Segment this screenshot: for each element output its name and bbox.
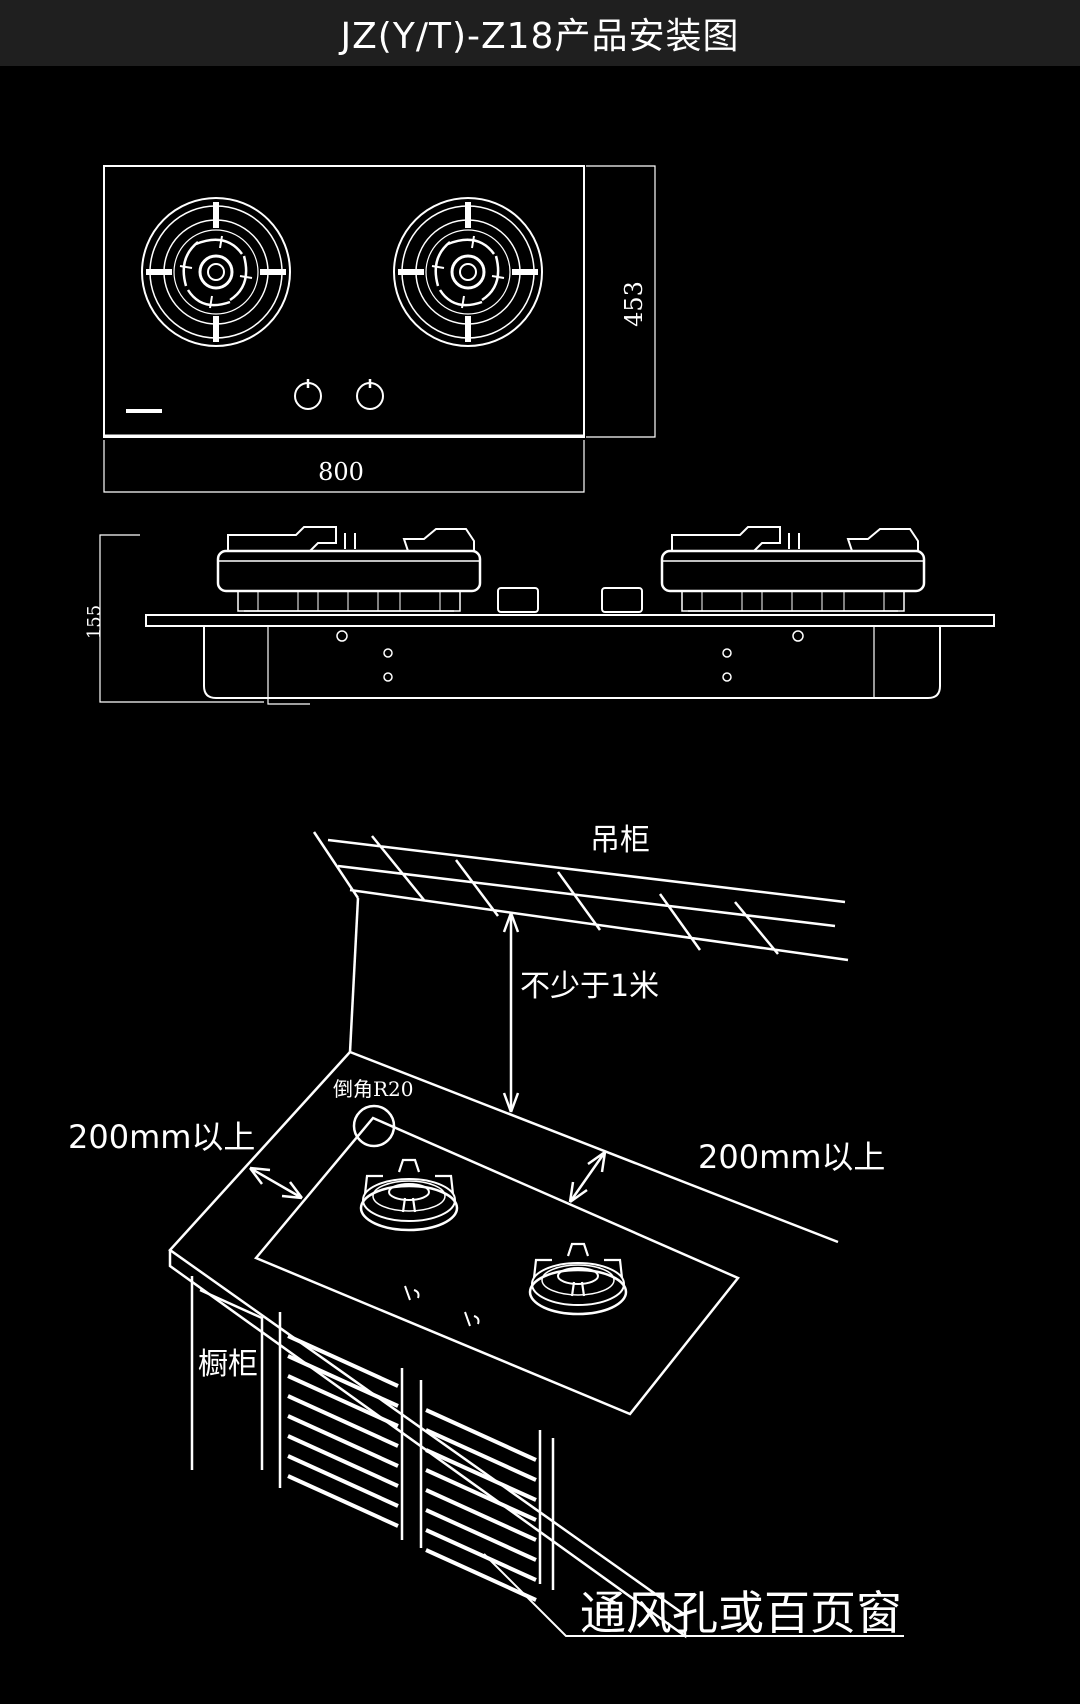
height-dimension-line <box>99 534 264 703</box>
right-burner-iso-icon <box>528 1242 628 1316</box>
width-dimension: 800 <box>318 458 364 486</box>
right-knob-icon <box>356 379 384 410</box>
cooktop-outline <box>103 165 585 438</box>
base-cabinet-label: 橱柜 <box>198 1347 258 1382</box>
side-view: 155 <box>84 525 995 705</box>
wall-cabinet-label: 吊柜 <box>590 823 650 858</box>
installation-drawing: 800 453 155 吊柜 不少于1米 <box>68 165 995 1640</box>
top-view: 800 453 <box>103 165 656 493</box>
left-clearance-label: 200mm以上 <box>68 1118 255 1156</box>
back-clearance-arrow <box>568 1150 607 1204</box>
depth-dimension-line <box>586 165 656 438</box>
body-box <box>203 626 941 699</box>
right-burner-icon <box>394 198 542 346</box>
glass-panel <box>145 614 995 627</box>
left-burner-iso-icon <box>359 1158 459 1232</box>
vent-label: 通风孔或百页窗 <box>580 1586 902 1640</box>
left-burner-side-icon <box>216 525 482 613</box>
installation-view: 吊柜 不少于1米 倒角R20 200mm以上 200mm以上 橱柜 <box>68 823 904 1640</box>
brand-logo <box>126 409 162 413</box>
corner-radius-icon <box>352 1104 396 1148</box>
right-knob-side-icon <box>601 587 643 613</box>
back-clearance-label: 200mm以上 <box>698 1138 885 1176</box>
hob-outline <box>253 1116 740 1416</box>
width-dimension-line <box>103 440 585 493</box>
page-title: JZ(Y/T)-Z18产品安装图 <box>340 16 740 57</box>
vent-leader-line <box>483 1553 904 1637</box>
height-dimension: 155 <box>84 605 105 639</box>
base-cabinet: 橱柜 <box>190 1276 555 1590</box>
vent-louvers <box>287 1334 537 1602</box>
min-height-label: 不少于1米 <box>520 969 659 1004</box>
wall-cabinet: 吊柜 <box>312 823 849 962</box>
depth-dimension: 453 <box>620 281 648 327</box>
title-bar: JZ(Y/T)-Z18产品安装图 <box>0 0 1080 66</box>
left-clearance-arrow <box>249 1166 303 1200</box>
left-knob-side-icon <box>497 587 539 613</box>
right-burner-side-icon <box>660 525 926 613</box>
corner-label: 倒角R20 <box>333 1077 414 1101</box>
left-burner-icon <box>142 198 290 346</box>
left-knob-icon <box>294 379 322 410</box>
